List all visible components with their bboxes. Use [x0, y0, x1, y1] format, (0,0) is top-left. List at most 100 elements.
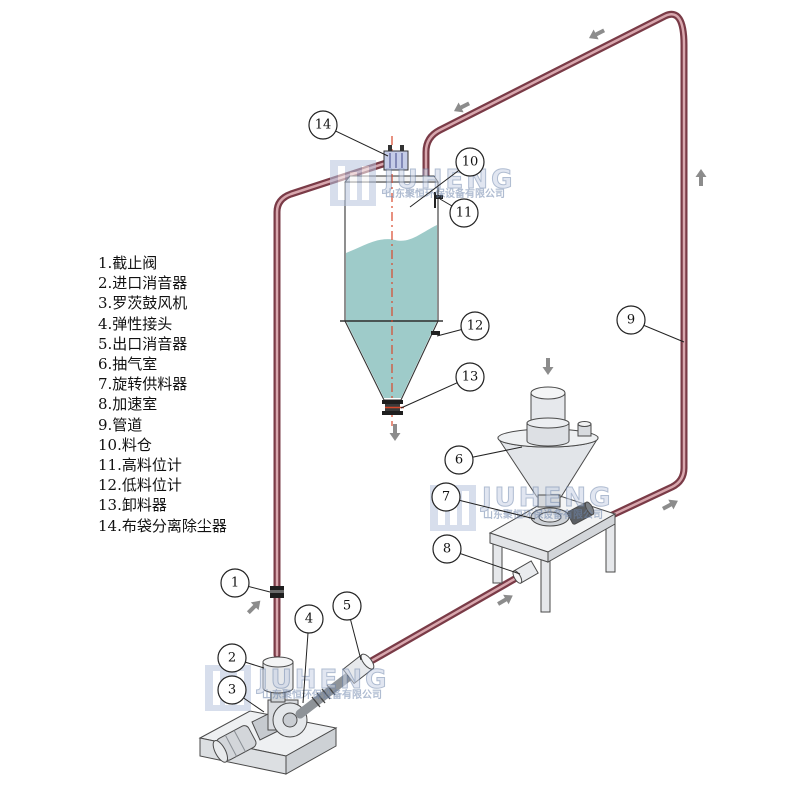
- elastic-joint-fold: [321, 688, 331, 700]
- callout-number: 14: [315, 118, 332, 133]
- callout-3: 3: [217, 675, 265, 713]
- legend-item: 10.料仓: [98, 436, 152, 454]
- feeder-assembly: [488, 386, 617, 613]
- callout-circle: [294, 604, 324, 634]
- callout-circle: [455, 362, 485, 392]
- logo-bar: [450, 497, 457, 525]
- logo-bar: [462, 491, 469, 525]
- table-leg: [540, 559, 551, 613]
- watermark-company: 山东聚恒环保设备有限公司: [483, 508, 603, 521]
- legend-item: 2.进口消音器: [98, 274, 187, 292]
- watermark-brand: JUHENG: [256, 665, 389, 695]
- high-level-gauge: [434, 192, 443, 208]
- acceleration-chamber: [512, 560, 539, 584]
- motor-fin: [233, 730, 246, 752]
- blower-assembly: [198, 653, 375, 775]
- table-leg: [605, 521, 616, 573]
- watermark-brand: JUHENG: [480, 483, 613, 513]
- watermark-company: 山东聚恒环保设备有限公司: [385, 187, 505, 200]
- callout-11: 11: [439, 198, 479, 228]
- motor-end: [584, 501, 595, 516]
- callout-number: 3: [228, 683, 236, 698]
- conveying-pipe-core: [424, 13, 686, 520]
- low-level-gauge: [431, 331, 440, 335]
- callout-circle: [444, 445, 474, 475]
- callout-13: 13: [400, 362, 485, 409]
- legend-item: 11.高料位计: [98, 456, 182, 474]
- discharger: [382, 400, 404, 415]
- return-pipe-core: [275, 161, 388, 657]
- discharger-bottom-flange: [382, 411, 403, 415]
- table-right-face: [547, 513, 616, 563]
- outlet-silencer-end: [360, 653, 375, 670]
- watermark-top: JUHENG 山东聚恒环保设备有限公司: [330, 160, 515, 206]
- legend-item: 5.出口消音器: [98, 335, 187, 353]
- logo-bar: [338, 166, 345, 200]
- motor-end: [212, 740, 228, 763]
- callout-10: 10: [409, 147, 485, 208]
- inlet-collar-top: [526, 417, 570, 429]
- inlet-silencer-top: [262, 656, 294, 668]
- callout-circle: [449, 198, 479, 228]
- shutoff-valve-band: [270, 590, 284, 593]
- legend-item: 8.加速室: [98, 395, 157, 413]
- rotary-feeder-rotor: [538, 511, 562, 523]
- callout-circle: [308, 110, 338, 140]
- pipe-system: [270, 10, 688, 668]
- logo-bar: [350, 172, 357, 200]
- inlet-pipe-top: [530, 386, 566, 400]
- callout-4: 4: [294, 604, 324, 704]
- legend-item: 13.卸料器: [98, 496, 167, 514]
- callout-9: 9: [616, 305, 685, 343]
- callout-number: 1: [231, 576, 239, 591]
- bag-filter-dust-collector: [383, 145, 409, 171]
- legend: 1.截止阀 2.进口消音器 3.罗茨鼓风机 4.弹性接头 5.出口消音器 6.抽…: [98, 254, 227, 535]
- elastic-joint-fold: [311, 696, 321, 708]
- callouts: 1 2 3 4 5 6 7: [217, 110, 685, 713]
- callout-number: 8: [443, 542, 451, 557]
- callout-leader: [445, 496, 536, 520]
- logo-bar: [213, 671, 220, 705]
- callout-circle: [460, 311, 490, 341]
- filter-post-left: [388, 145, 392, 152]
- flow-arrows: [246, 28, 707, 615]
- callout-circle: [455, 147, 485, 177]
- filter-post-right: [400, 145, 404, 152]
- callout-number: 2: [228, 651, 236, 666]
- callout-circle: [432, 534, 462, 564]
- legend-item: 12.低料位计: [98, 476, 182, 494]
- callout-circle: [217, 675, 247, 705]
- callout-circle: [616, 305, 646, 335]
- legend-item: 7.旋转供料器: [98, 375, 187, 393]
- low-level-head: [431, 331, 440, 335]
- watermark-company: 山东聚恒环保设备有限公司: [262, 688, 382, 701]
- callout-8: 8: [432, 534, 521, 575]
- callout-7: 7: [431, 482, 536, 520]
- arrow-icon: [695, 169, 707, 186]
- logo-bar: [362, 166, 369, 200]
- callout-5: 5: [332, 591, 362, 661]
- return-pipe: [273, 159, 390, 659]
- callout-2: 2: [217, 643, 265, 673]
- arrow-icon: [497, 594, 513, 606]
- motor-fin: [224, 734, 238, 757]
- callout-circle: [220, 568, 250, 598]
- outlet-silencer: [342, 653, 375, 685]
- arrow-icon: [661, 499, 678, 511]
- callout-number: 9: [627, 313, 635, 328]
- juheng-logo-icon: [330, 160, 376, 206]
- callout-number: 12: [467, 319, 484, 334]
- elastic-joint-fold: [316, 692, 326, 704]
- callout-number: 4: [305, 612, 313, 627]
- inlet-silencer: [262, 661, 294, 694]
- arrow-icon: [389, 424, 401, 441]
- watermark-brand: JUHENG: [382, 165, 515, 195]
- callout-14: 14: [308, 110, 389, 157]
- base-right-face: [285, 727, 337, 775]
- legend-item: 6.抽气室: [98, 355, 157, 373]
- inlet-collar: [526, 422, 570, 447]
- callout-1: 1: [220, 568, 271, 598]
- table-leg: [492, 542, 503, 584]
- callout-number: 10: [462, 155, 479, 170]
